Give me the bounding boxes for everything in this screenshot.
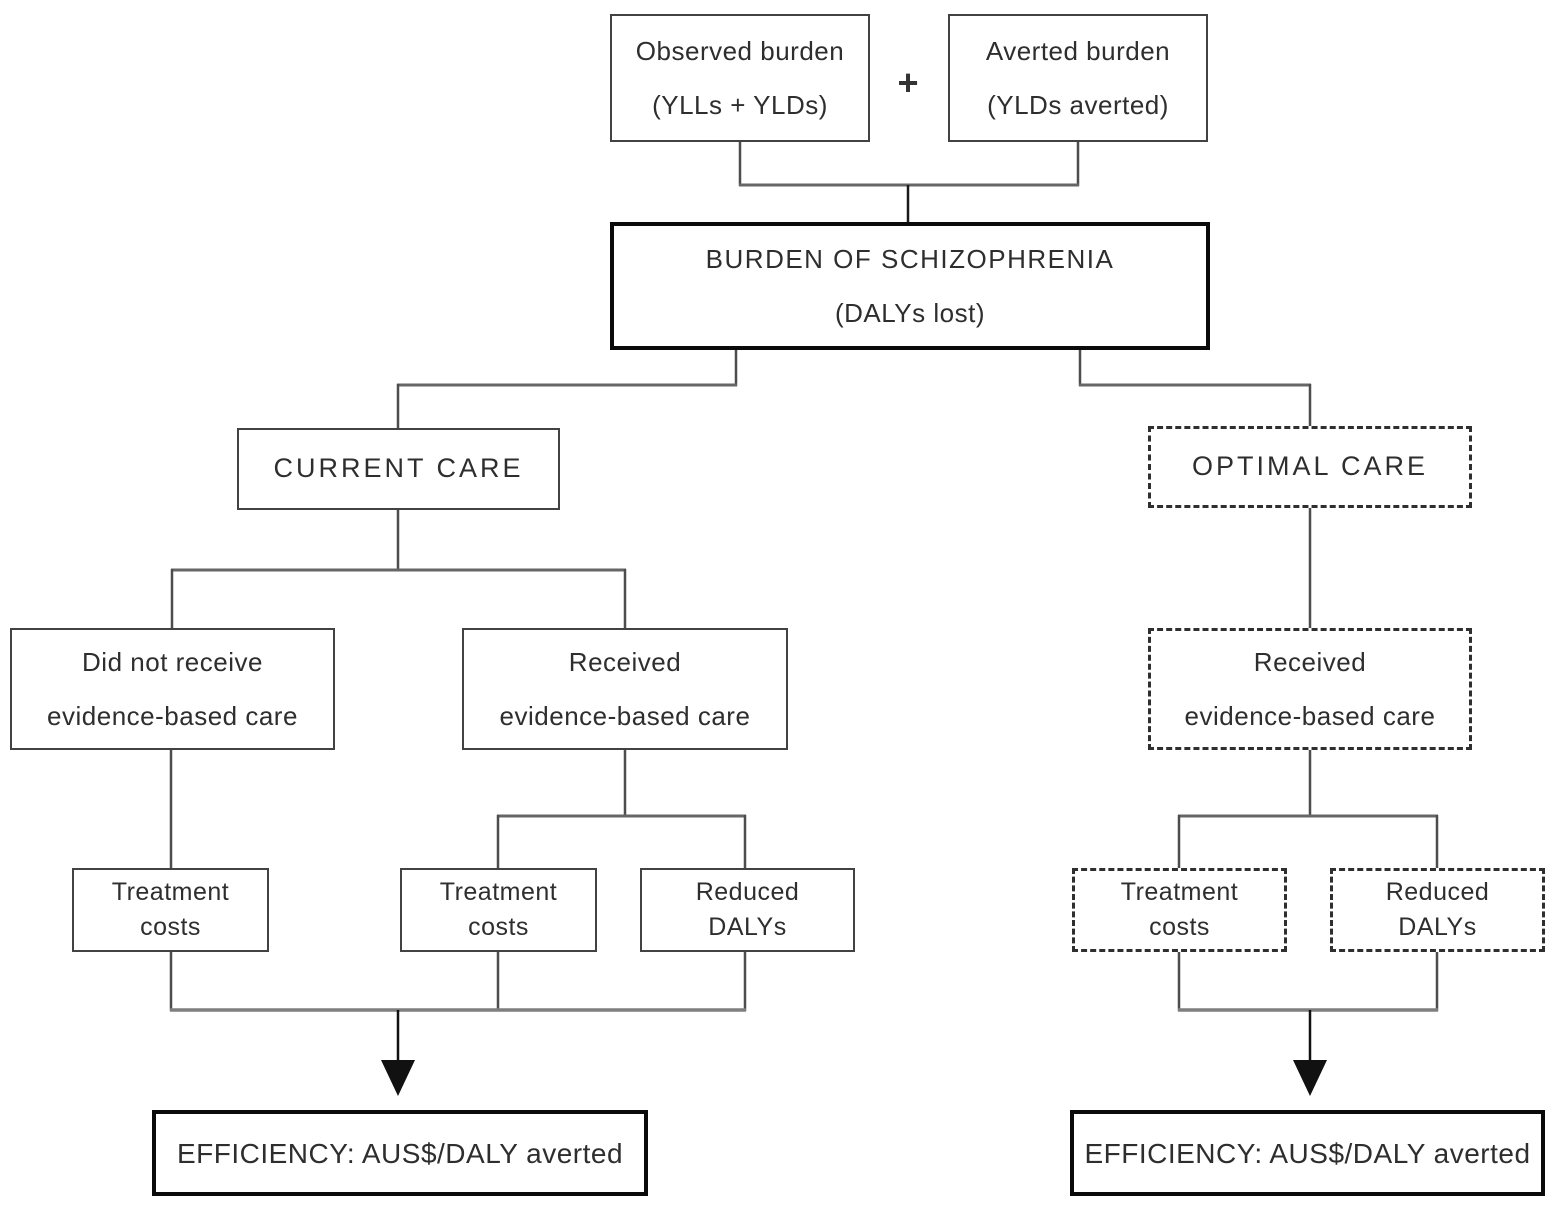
efficiency-current-label: EFFICIENCY: AUS$/DALY averted: [176, 1137, 624, 1169]
treatment-costs-uncared-line2: costs: [140, 913, 201, 941]
received-current-line1: Received: [568, 646, 682, 677]
reduced-dalys-optimal-line1: Reduced: [1385, 877, 1490, 906]
treatment-costs-optimal-line1: Treatment: [1120, 877, 1239, 906]
observed-burden-line2: (YLLs + YLDs): [652, 90, 828, 120]
reduced-dalys-current-box: Reduced DALYs: [640, 868, 855, 952]
burden-title: BURDEN OF SCHIZOPHRENIA: [705, 243, 1115, 274]
efficiency-optimal-box: EFFICIENCY: AUS$/DALY averted: [1070, 1110, 1545, 1196]
observed-burden-box: Observed burden (YLLs + YLDs): [610, 14, 870, 142]
down-arrow-optimal: [1293, 1060, 1327, 1096]
reduced-dalys-optimal-box: Reduced DALYs: [1330, 868, 1545, 952]
current-care-box: CURRENT CARE: [237, 428, 560, 510]
down-arrow-current: [381, 1060, 415, 1096]
treatment-costs-current-line2: costs: [468, 913, 529, 941]
treatment-costs-uncared-box: Treatment costs: [72, 868, 269, 952]
received-current-line2: evidence-based care: [499, 701, 751, 731]
treatment-costs-uncared-line1: Treatment: [111, 877, 230, 906]
did-not-receive-care-box: Did not receive evidence-based care: [10, 628, 335, 750]
treatment-costs-optimal-line2: costs: [1149, 913, 1210, 941]
efficiency-optimal-label: EFFICIENCY: AUS$/DALY averted: [1084, 1137, 1531, 1169]
current-care-label: CURRENT CARE: [273, 453, 524, 484]
did-not-receive-line1: Did not receive: [82, 646, 263, 677]
efficiency-current-box: EFFICIENCY: AUS$/DALY averted: [152, 1110, 648, 1196]
treatment-costs-current-line1: Treatment: [439, 877, 558, 906]
averted-burden-line1: Averted burden: [985, 35, 1171, 66]
treatment-costs-current-box: Treatment costs: [400, 868, 597, 952]
burden-subtitle: (DALYs lost): [835, 298, 985, 328]
received-care-optimal-box: Received evidence-based care: [1148, 628, 1472, 750]
averted-burden-box: Averted burden (YLDs averted): [948, 14, 1208, 142]
treatment-costs-optimal-box: Treatment costs: [1072, 868, 1287, 952]
reduced-dalys-current-line1: Reduced: [695, 877, 800, 906]
did-not-receive-line2: evidence-based care: [47, 701, 298, 731]
received-optimal-line1: Received: [1253, 646, 1367, 677]
plus-sign: +: [897, 62, 919, 103]
observed-burden-line1: Observed burden: [635, 35, 845, 66]
optimal-care-box: OPTIMAL CARE: [1148, 426, 1472, 508]
received-optimal-line2: evidence-based care: [1184, 701, 1436, 731]
optimal-care-label: OPTIMAL CARE: [1191, 451, 1429, 482]
burden-of-schizophrenia-box: BURDEN OF SCHIZOPHRENIA (DALYs lost): [610, 222, 1210, 350]
reduced-dalys-current-line2: DALYs: [708, 913, 787, 941]
averted-burden-line2: (YLDs averted): [987, 90, 1169, 120]
received-care-current-box: Received evidence-based care: [462, 628, 788, 750]
reduced-dalys-optimal-line2: DALYs: [1398, 913, 1477, 941]
